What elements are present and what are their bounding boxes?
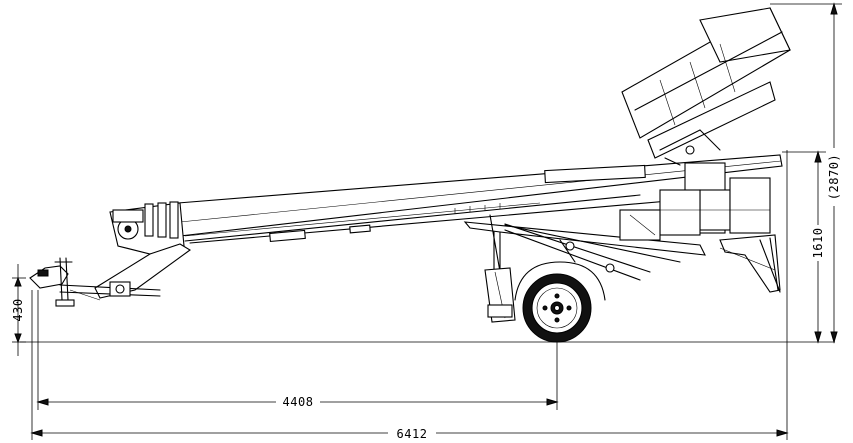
boom-nose [109, 201, 185, 255]
dim-hitch-height: 430 [11, 264, 26, 356]
dim-label-overall-height: (2870) [827, 154, 841, 200]
top-head [621, 7, 791, 166]
power-unit [544, 162, 771, 241]
dim-overall-height: (2870) [770, 2, 842, 344]
hitch-coupling [29, 257, 101, 307]
dim-label-hitch-height: 430 [11, 298, 25, 321]
dim-wheel-to-hitch: 4408 [36, 290, 559, 410]
rear-support [719, 234, 781, 293]
dim-label-wheel-to-hitch: 4408 [283, 395, 314, 409]
chassis-frame [463, 214, 706, 323]
drawbar [59, 243, 191, 299]
dim-overall-length: 6412 [30, 150, 789, 441]
dim-body-height: 1610 [782, 150, 826, 344]
road-wheel [514, 261, 606, 343]
dim-label-overall-length: 6412 [397, 427, 428, 441]
dim-label-body-height: 1610 [811, 228, 825, 259]
